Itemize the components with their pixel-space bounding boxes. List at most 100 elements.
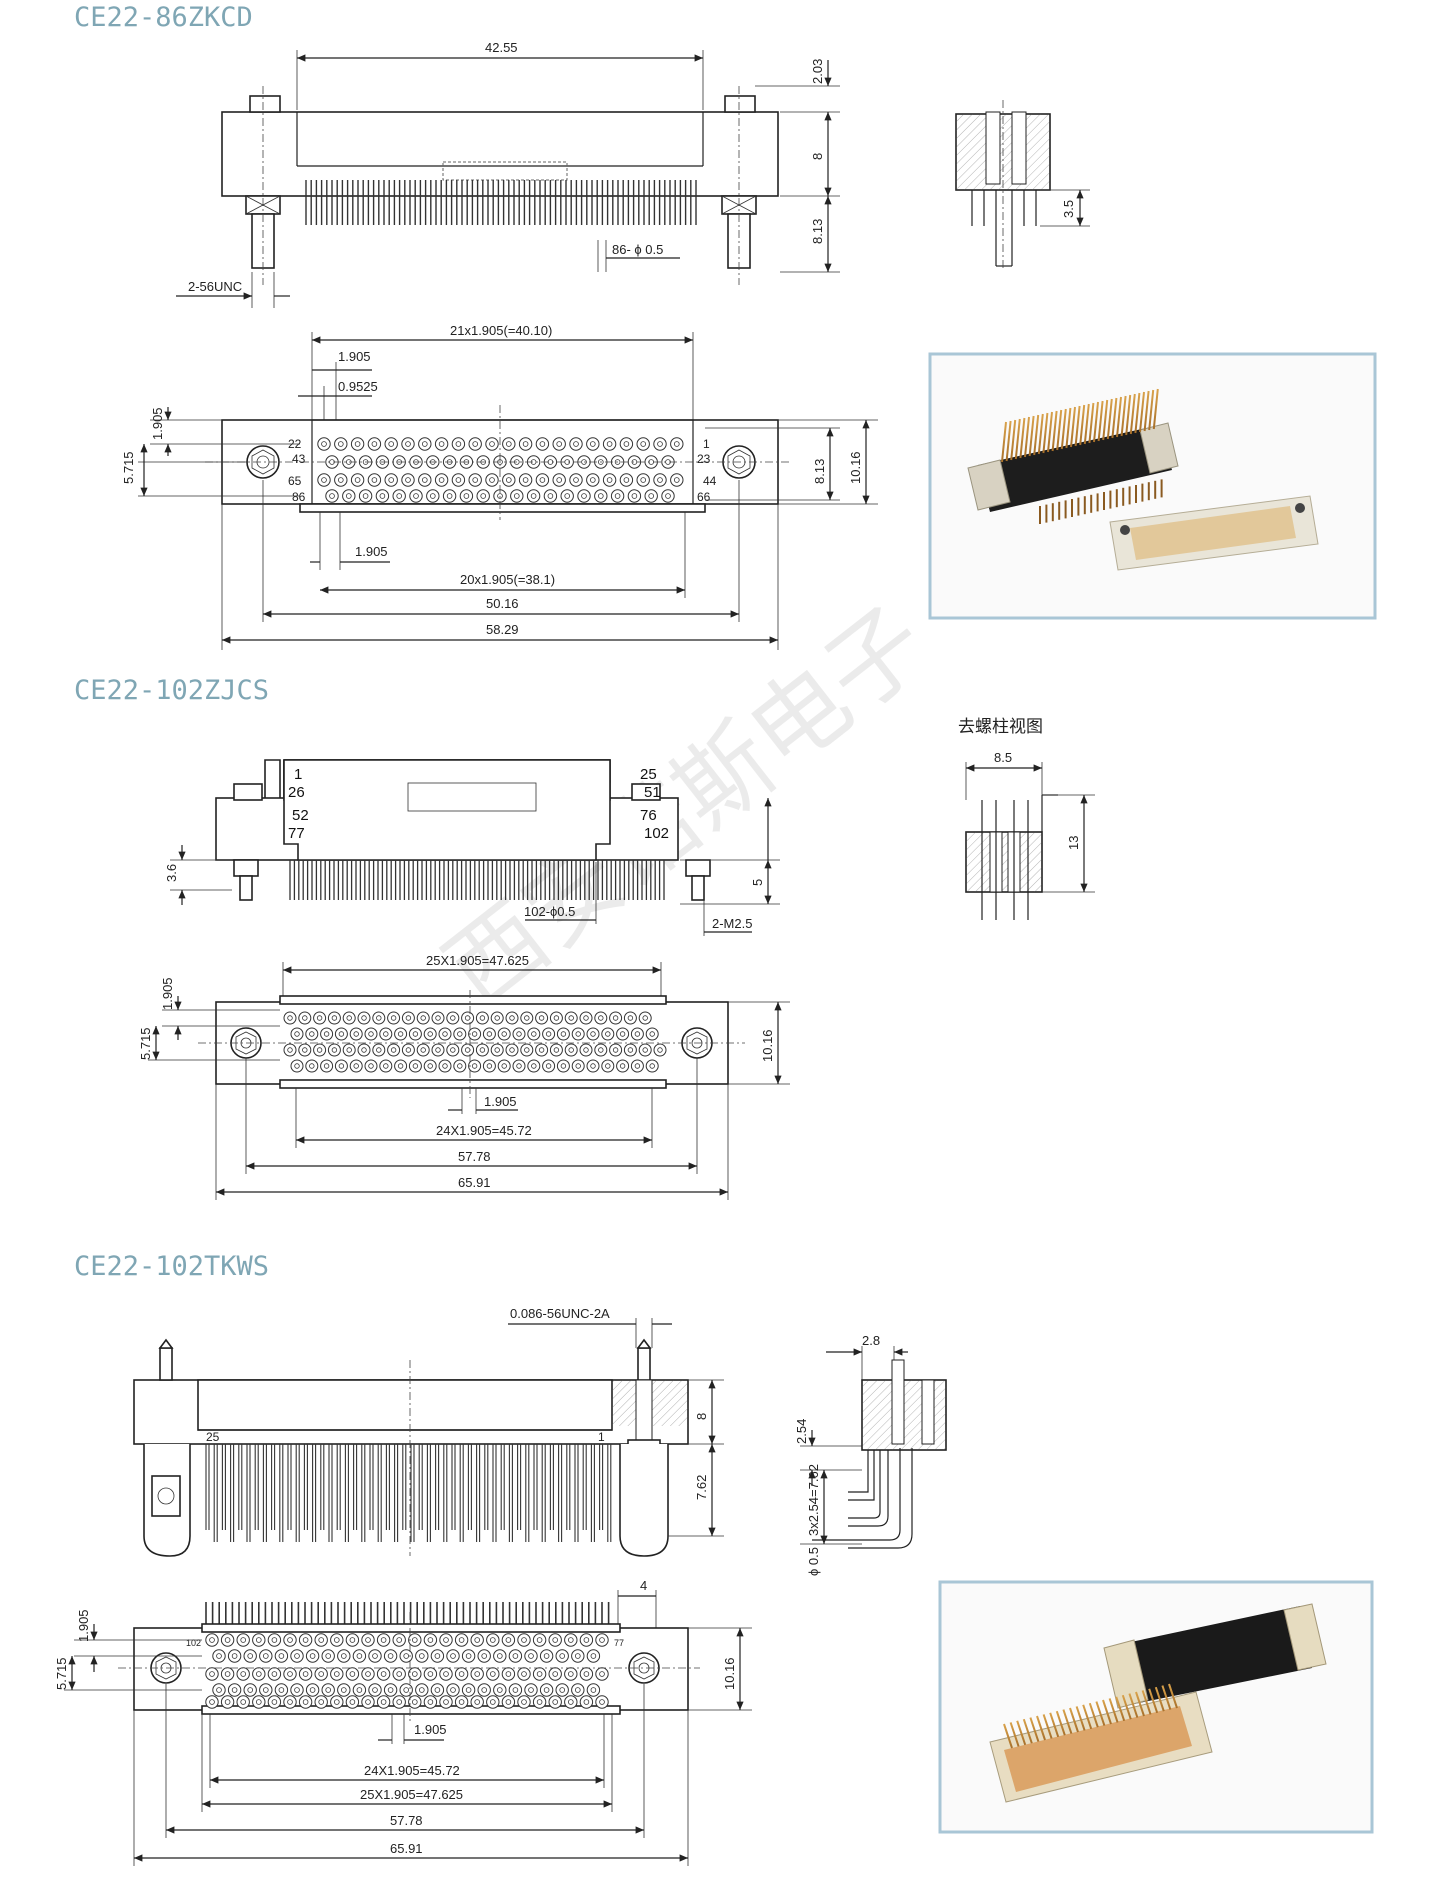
contact-core <box>443 1637 449 1643</box>
gold-pin <box>1120 395 1127 437</box>
contact-core <box>380 1671 387 1677</box>
contact <box>468 437 482 451</box>
contact <box>490 1043 504 1057</box>
contact <box>461 1649 476 1663</box>
contact <box>383 1683 398 1697</box>
contact-core <box>496 1687 503 1693</box>
gold-pin <box>1019 417 1026 459</box>
contact <box>501 1633 516 1647</box>
contact-core <box>597 459 604 465</box>
contact-core <box>302 1637 309 1643</box>
contact-core <box>612 1015 619 1021</box>
contact <box>595 1695 609 1709</box>
contact <box>493 1649 507 1663</box>
contact-core <box>522 441 529 447</box>
contact-core <box>556 441 562 447</box>
contact <box>439 1667 453 1681</box>
contact <box>564 1667 578 1681</box>
gold-pin <box>1097 400 1104 442</box>
dim-2-54: 2.54 <box>794 1419 809 1444</box>
dim-w0: 4 <box>640 1578 647 1593</box>
contact-core <box>568 1047 574 1053</box>
dim-8-13: 8.13 <box>812 459 827 484</box>
contact <box>532 1633 547 1647</box>
contact <box>653 1043 667 1057</box>
contact-core <box>521 1637 527 1643</box>
contact-core <box>405 1015 412 1021</box>
contact <box>252 1695 266 1709</box>
contact-core <box>583 1671 590 1677</box>
contact-core <box>271 1699 278 1705</box>
contact <box>379 1059 393 1073</box>
contact-core <box>346 1015 352 1021</box>
contact-core <box>494 1047 500 1053</box>
gold-pin <box>1074 405 1081 447</box>
contact-core <box>583 1047 589 1053</box>
pin-label-left: 77 <box>288 825 305 842</box>
contact <box>408 1633 422 1647</box>
contact <box>505 1043 519 1057</box>
contact-core <box>353 1063 359 1069</box>
contact-grid <box>205 1633 609 1709</box>
contact <box>532 1695 547 1709</box>
contact <box>394 1059 408 1073</box>
contact-core <box>590 1687 597 1693</box>
gold-pin <box>1143 390 1150 432</box>
contact-core <box>649 1031 655 1037</box>
contact-core <box>403 1687 410 1693</box>
contact-core <box>321 477 327 483</box>
contact <box>636 473 650 487</box>
contact-core <box>567 1671 574 1677</box>
contact <box>392 1633 406 1647</box>
gold-pin <box>1029 1717 1040 1742</box>
contact <box>274 1649 289 1663</box>
contact-core <box>333 1699 340 1705</box>
contact <box>334 473 348 487</box>
gold-pin <box>1121 1694 1132 1720</box>
contact-core <box>372 1687 378 1693</box>
contact-core <box>387 1653 394 1659</box>
contact-core <box>287 1015 293 1021</box>
contact-core <box>545 1063 552 1069</box>
contact-core <box>465 1653 472 1659</box>
contact-core <box>443 1699 449 1705</box>
contact <box>501 1667 516 1681</box>
contact-core <box>294 1687 300 1693</box>
contact-core <box>349 1699 356 1705</box>
contact-core <box>575 1063 581 1069</box>
gold-pin <box>1093 401 1099 443</box>
contact-core <box>411 1671 418 1677</box>
contact <box>357 1043 371 1057</box>
dim-8-13: 8.13 <box>810 219 825 244</box>
contact-core <box>605 1031 611 1037</box>
contact <box>552 437 566 451</box>
contact-core <box>450 1653 456 1659</box>
contact <box>627 489 642 503</box>
gold-pin <box>1001 421 1007 463</box>
contact <box>376 1695 391 1709</box>
contact <box>645 1027 659 1041</box>
contact <box>314 1633 328 1647</box>
contact-core <box>619 1031 626 1037</box>
contact <box>461 1683 476 1697</box>
contact <box>305 1683 320 1697</box>
contact-core <box>376 1015 382 1021</box>
contact <box>387 1011 401 1025</box>
contact <box>227 1683 242 1697</box>
contact-core <box>365 1699 371 1705</box>
contact-core <box>302 1699 309 1705</box>
contact-core <box>405 477 411 483</box>
contact <box>431 1043 445 1057</box>
contact-core <box>552 1699 558 1705</box>
contact-core <box>489 1699 496 1705</box>
contact-core <box>480 493 487 499</box>
contact-core <box>427 1699 434 1705</box>
contact <box>502 473 516 487</box>
contact <box>431 1011 445 1025</box>
contact <box>548 1695 562 1709</box>
contact <box>535 1043 549 1057</box>
pin-label-right: 23 <box>697 452 711 466</box>
contact-core <box>649 1063 655 1069</box>
contact <box>408 1667 422 1681</box>
contact <box>502 437 516 451</box>
